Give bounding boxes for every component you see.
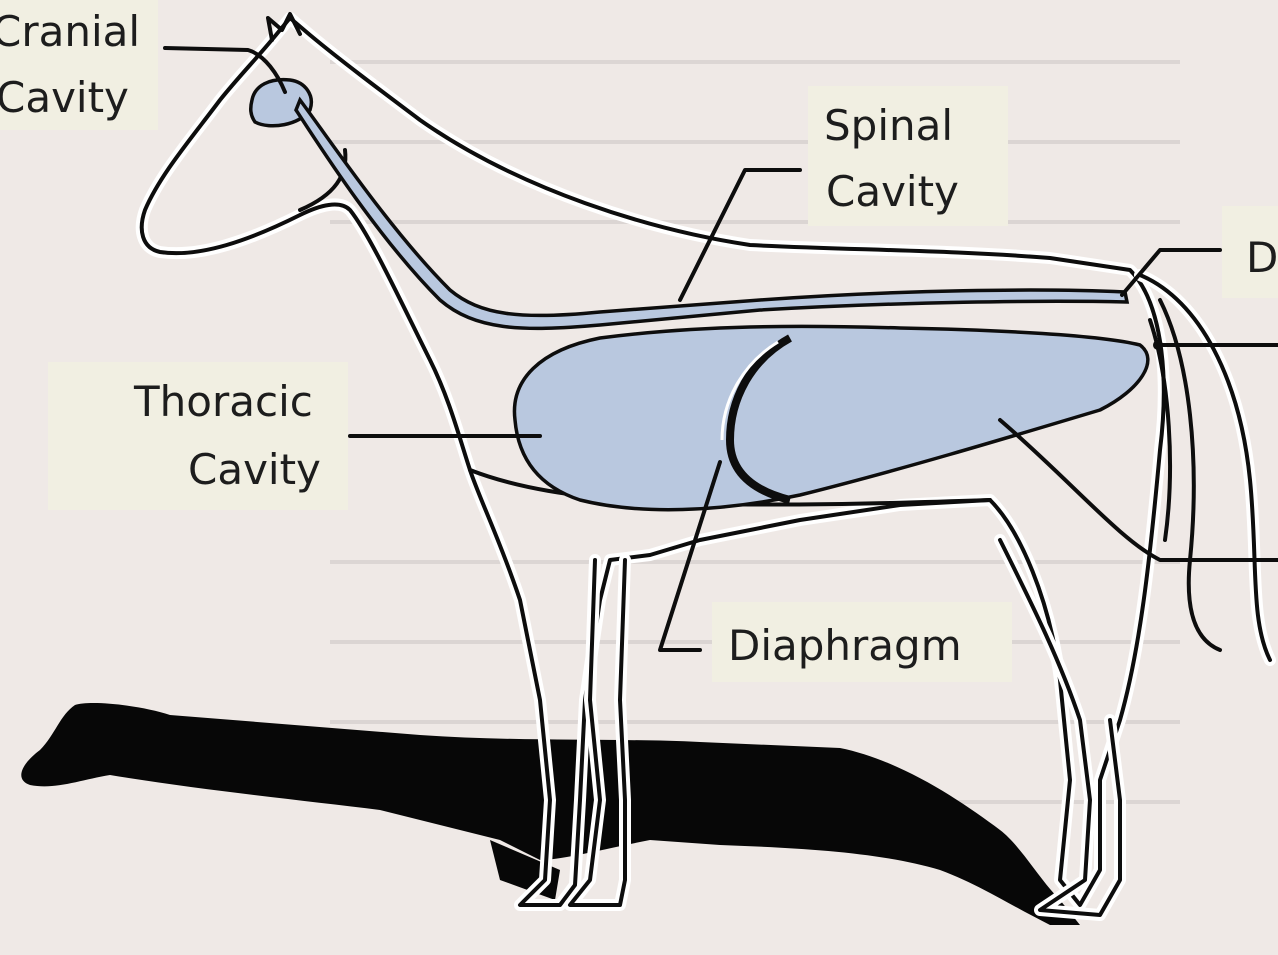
cranial-label-line1: Cranial <box>0 7 140 56</box>
diaphragm-label: Diaphragm <box>728 621 962 670</box>
right-mid-leader-dot <box>1153 340 1163 350</box>
thoracic-cavity-shape <box>514 326 1147 509</box>
spinal-label-line2: Cavity <box>826 167 959 216</box>
spinal-label-line1: Spinal <box>824 101 953 150</box>
cranial-label-line2: Cavity <box>0 73 129 122</box>
thoracic-label-line1: Thoracic <box>133 377 313 426</box>
abdominal-leader-line <box>1000 420 1278 560</box>
right-edge-partial-label: D <box>1246 233 1278 282</box>
thoracic-label-line2: Cavity <box>188 445 321 494</box>
